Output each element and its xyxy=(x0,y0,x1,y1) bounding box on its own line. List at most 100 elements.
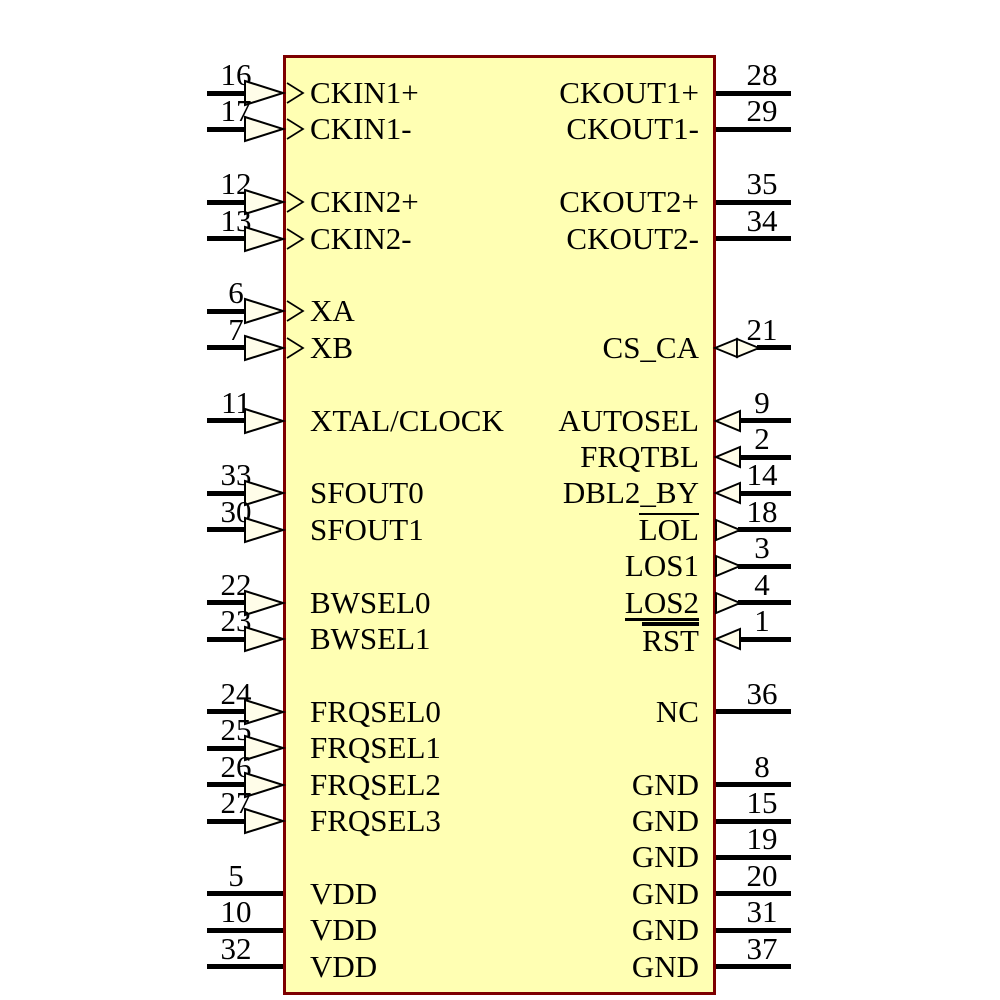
pin-number-10: 10 xyxy=(220,894,252,930)
pin-label-text: CKIN1+ xyxy=(310,75,419,110)
pin-label-frqsel2: FRQSEL2 xyxy=(310,768,441,802)
pin-line-21 xyxy=(757,345,791,351)
input-arrow-icon xyxy=(244,480,287,507)
pin-line-26 xyxy=(207,782,250,788)
pin-line-22 xyxy=(207,600,250,606)
pin-line-18 xyxy=(738,527,791,533)
pin-number-5: 5 xyxy=(228,857,244,893)
pin-number-20: 20 xyxy=(746,857,778,893)
pin-number-29: 29 xyxy=(746,93,778,129)
pin-label-ckout1-: CKOUT1+ xyxy=(440,76,699,110)
pin-label-frqsel0: FRQSEL0 xyxy=(310,695,441,729)
ic-body xyxy=(283,55,716,995)
pin-line-9 xyxy=(738,418,791,424)
output-arrow-icon xyxy=(715,518,743,542)
pin-number-21: 21 xyxy=(746,311,778,347)
pin-label-vdd: VDD xyxy=(310,950,377,984)
pin-label-ckout2-: CKOUT2- xyxy=(440,222,699,256)
pin-number-32: 32 xyxy=(220,930,252,966)
pin-number-2: 2 xyxy=(754,421,770,456)
pin-line-28 xyxy=(716,90,791,96)
pin-number-36: 36 xyxy=(746,675,778,711)
pin-label-text: SFOUT1 xyxy=(310,511,424,547)
pin-label-text: VDD xyxy=(310,875,378,911)
pin-line-23 xyxy=(207,636,250,642)
pin-label-gnd: GND xyxy=(440,804,699,838)
pin-line-33 xyxy=(207,490,250,496)
input-arrow-icon xyxy=(244,79,305,107)
pin-line-30 xyxy=(207,527,250,533)
pin-line-36 xyxy=(716,709,791,715)
pin-number-1: 1 xyxy=(754,603,770,638)
pin-number-19: 19 xyxy=(746,821,778,857)
pin-number-18: 18 xyxy=(746,493,778,529)
pin-line-5 xyxy=(207,891,283,897)
pin-label-autosel: AUTOSEL xyxy=(440,404,699,438)
pin-line-6 xyxy=(207,308,250,314)
pin-label-gnd: GND xyxy=(440,950,699,984)
pin-line-3 xyxy=(738,563,791,569)
pin-line-35 xyxy=(716,199,791,205)
pin-label-text: GND xyxy=(631,803,699,838)
pin-label-text: XA xyxy=(310,293,355,329)
pin-line-11 xyxy=(207,418,250,424)
pin-label-text: DBL2_BY xyxy=(562,475,699,511)
pin-line-24 xyxy=(207,709,250,715)
input-arrow-icon xyxy=(713,481,741,505)
pin-number-35: 35 xyxy=(746,166,778,202)
input-arrow-icon xyxy=(244,589,287,616)
pin-label-ckin1-: CKIN1+ xyxy=(310,76,419,110)
pin-label-bwsel0: BWSEL0 xyxy=(310,586,431,620)
pin-label-frqsel3: FRQSEL3 xyxy=(310,804,441,838)
pin-label-ckin1-: CKIN1- xyxy=(310,112,412,146)
pin-label-text: CKOUT2- xyxy=(566,220,699,256)
pin-label-los1: LOS1 xyxy=(440,549,699,583)
input-arrow-icon xyxy=(713,445,741,469)
pin-label-cs-ca: CS_CA xyxy=(440,331,699,365)
pin-label-sfout0: SFOUT0 xyxy=(310,476,424,510)
pin-label-los2: LOS2 xyxy=(440,586,699,621)
pin-label-frqtbl: FRQTBL xyxy=(440,440,699,474)
pin-label-ckout1-: CKOUT1- xyxy=(440,112,699,146)
pin-line-14 xyxy=(738,490,791,496)
pin-label-text: SFOUT0 xyxy=(310,475,424,511)
pin-label-text: CS_CA xyxy=(602,329,699,365)
pin-label-xb: XB xyxy=(310,331,353,365)
pin-number-37: 37 xyxy=(746,930,778,966)
pin-label-text: GND xyxy=(631,875,699,911)
pin-number-6: 6 xyxy=(228,275,244,311)
pin-number-8: 8 xyxy=(754,748,770,784)
pin-label-gnd: GND xyxy=(440,768,699,802)
pin-line-37 xyxy=(716,964,791,970)
pin-number-3: 3 xyxy=(754,530,770,566)
pin-line-34 xyxy=(716,236,791,242)
pin-label-text: CKIN2+ xyxy=(310,184,419,220)
input-arrow-icon xyxy=(244,116,305,143)
pin-label-frqsel1: FRQSEL1 xyxy=(310,731,441,765)
pin-label-text: LOS1 xyxy=(624,548,699,584)
pin-number-34: 34 xyxy=(746,202,778,238)
pin-number-14: 14 xyxy=(746,457,778,493)
pin-label-text: AUTOSEL xyxy=(558,402,699,438)
pin-label-gnd: GND xyxy=(440,913,699,947)
pin-label-text: CKOUT1+ xyxy=(559,75,699,110)
pin-label-ckin2-: CKIN2+ xyxy=(310,185,419,219)
input-arrow-icon xyxy=(244,771,287,798)
pin-number-31: 31 xyxy=(746,894,778,930)
bidirectional-arrow-icon xyxy=(712,337,762,359)
pin-line-12 xyxy=(207,199,250,205)
pin-line-32 xyxy=(207,964,283,970)
pin-label-ckin2-: CKIN2- xyxy=(310,222,412,256)
input-arrow-icon xyxy=(244,807,287,835)
pin-label-xtal-clock: XTAL/CLOCK xyxy=(310,404,504,438)
input-arrow-icon xyxy=(244,625,287,653)
pin-label-ckout2-: CKOUT2+ xyxy=(440,185,699,219)
pin-label-text: GND xyxy=(631,839,699,875)
pin-number-28: 28 xyxy=(746,57,778,92)
pin-label-text: BWSEL1 xyxy=(310,621,431,656)
pin-label-text: CKIN1- xyxy=(310,111,412,147)
pin-label-gnd: GND xyxy=(440,840,699,874)
pin-label-vdd: VDD xyxy=(310,877,377,911)
pin-label-text: VDD xyxy=(310,912,378,948)
pin-label-text: CKOUT1- xyxy=(566,111,699,147)
